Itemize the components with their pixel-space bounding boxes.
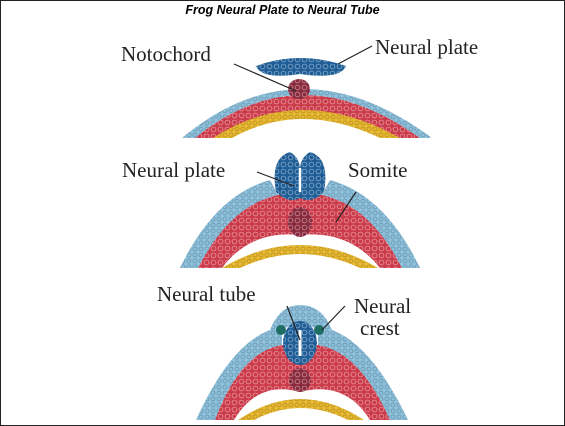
stage3-neural-crest-left	[276, 325, 286, 335]
label-neural-plate-1: Neural plate	[375, 36, 478, 58]
label-neural-crest-line2: crest	[360, 317, 400, 339]
stage1-section	[182, 46, 432, 138]
label-neural-plate-2: Neural plate	[122, 159, 225, 181]
label-notochord: Notochord	[121, 43, 211, 65]
label-neural-tube: Neural tube	[157, 283, 256, 305]
label-neural-crest-line1: Neural	[354, 295, 411, 317]
label-somite: Somite	[348, 159, 408, 181]
